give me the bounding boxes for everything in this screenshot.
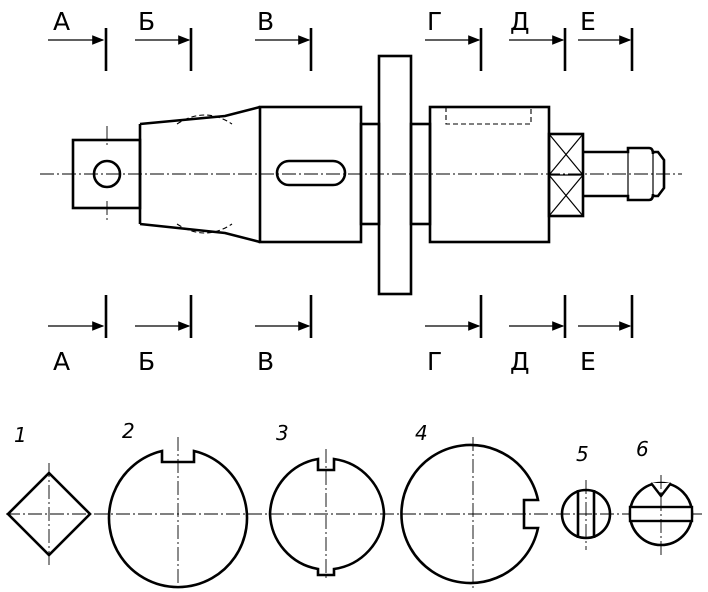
cut-label-e-top: Е [580,7,596,36]
taper-bottom-edge [139,222,261,244]
section-number-2: 2 [122,419,135,443]
cut-marker-a-bottom: А [48,295,108,376]
shaft-flange [377,54,413,296]
section-1: 1 [6,423,92,566]
section-5: 5 [560,442,612,550]
cutting-planes-bottom: А Б В Г Д Е [48,295,634,376]
cutting-planes-top: А Б В Г Д Е [48,7,634,71]
section-number-4: 4 [415,421,428,445]
cut-label-b-bottom: Б [138,347,155,376]
section-6: 6 [628,437,694,555]
cut-label-d-bottom: Д [510,347,530,376]
cut-marker-b-bottom: Б [135,295,193,376]
shaft-view [40,54,682,296]
section-number-1: 1 [14,423,27,447]
section-number-3: 3 [276,421,289,445]
cut-marker-d-bottom: Д [509,295,567,376]
cut-label-a-top: А [53,7,70,36]
cut-marker-b-top: Б [135,7,193,71]
section-number-5: 5 [576,442,589,466]
cut-label-g-top: Г [427,7,442,36]
shaft-end-pin [583,146,666,202]
sections-row: 1 2 3 4 5 [6,419,702,590]
cut-label-a-bottom: А [53,347,70,376]
section-4: 4 [400,421,540,590]
taper-top-edge [139,105,261,126]
cut-label-d-top: Д [510,7,530,36]
cut-label-v-top: В [257,7,274,36]
cut-label-g-bottom: Г [427,347,442,376]
cut-marker-v-bottom: В [255,295,313,376]
cut-marker-d-top: Д [509,7,567,71]
cross-hole [92,159,122,189]
cut-marker-g-bottom: Г [425,295,483,376]
shaft-right-body [428,105,551,244]
cut-label-v-bottom: В [257,347,274,376]
hidden-groove [445,107,532,125]
cut-marker-g-top: Г [425,7,483,71]
section-3: 3 [268,421,386,580]
cut-marker-e-bottom: Е [578,295,634,376]
cut-marker-e-top: Е [578,7,634,71]
cut-label-b-top: Б [138,7,155,36]
cut-label-e-bottom: Е [580,347,596,376]
section-2: 2 [107,419,249,590]
section-number-6: 6 [636,437,649,461]
keyway-slot [275,159,347,187]
cut-marker-v-top: В [255,7,313,71]
cut-marker-a-top: А [48,7,108,71]
